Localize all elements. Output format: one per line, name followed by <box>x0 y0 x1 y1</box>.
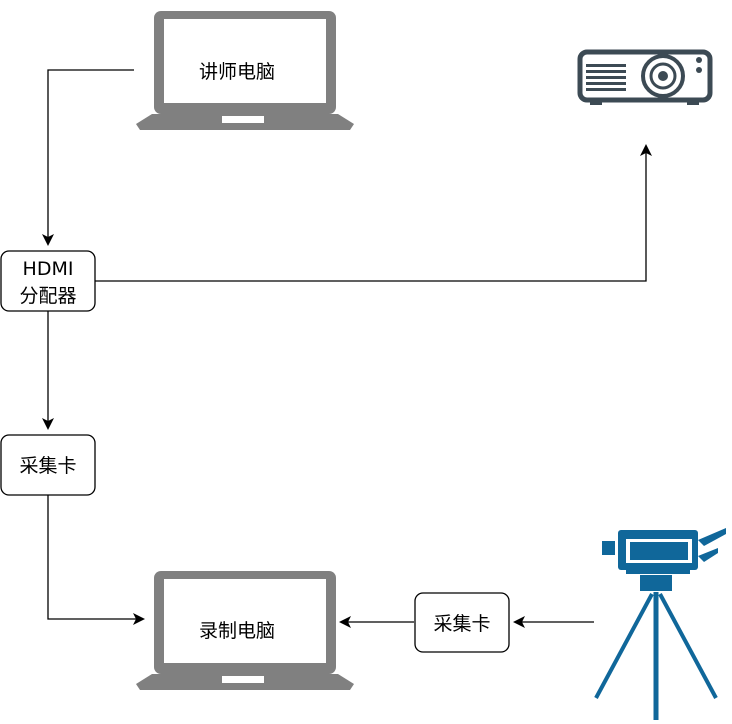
capture-card-left-node: 采集卡 <box>0 434 96 496</box>
edge-instructor-to-splitter <box>42 69 134 246</box>
projector <box>577 49 713 105</box>
recording-pc-label: 录制电脑 <box>199 620 275 642</box>
video-camera <box>594 528 726 720</box>
capture-card-left-box <box>0 434 96 496</box>
capture-card-left-label: 采集卡 <box>19 455 76 477</box>
capture-card-right-box <box>414 592 510 653</box>
hdmi-splitter-node: HDMI 分配器 <box>0 250 96 312</box>
instructor-laptop: 讲师电脑 <box>136 11 354 130</box>
laptop-icon <box>136 571 354 690</box>
hdmi-splitter-label-line2: 分配器 <box>19 285 76 307</box>
edge-capture-to-recording <box>47 495 145 625</box>
recording-laptop: 录制电脑 <box>136 571 354 690</box>
capture-card-right-node: 采集卡 <box>414 592 510 653</box>
hdmi-splitter-box <box>0 250 96 312</box>
projector-icon <box>577 49 713 105</box>
video-camera-tripod-icon <box>594 528 726 720</box>
capture-card-right-label: 采集卡 <box>433 613 490 635</box>
hdmi-splitter-label-line1: HDMI <box>23 258 74 280</box>
edge-splitter-to-projector <box>95 144 652 282</box>
instructor-pc-label: 讲师电脑 <box>199 61 275 83</box>
laptop-icon <box>136 11 354 130</box>
